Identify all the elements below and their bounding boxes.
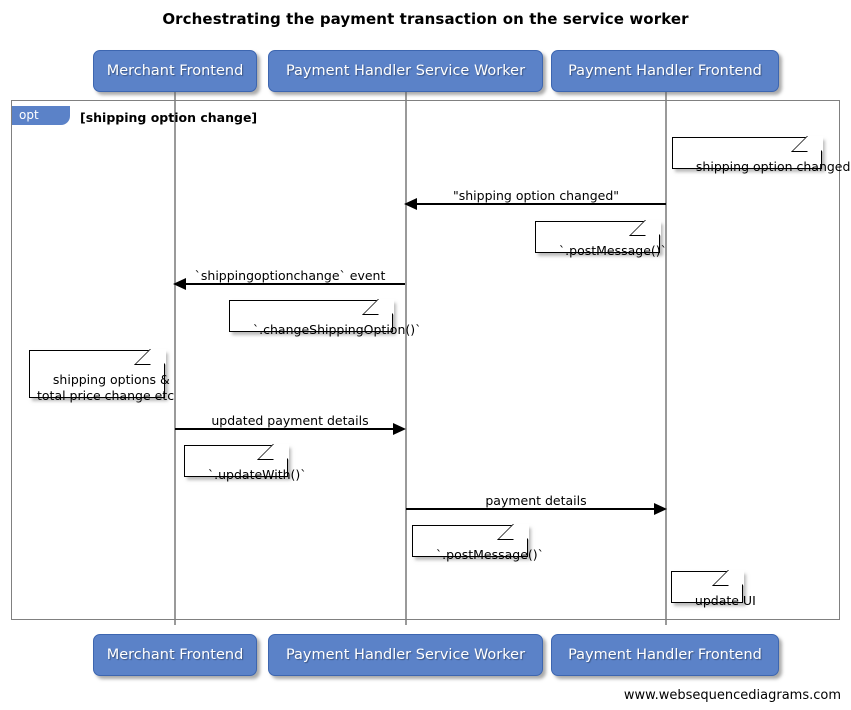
note-update-ui: update UI xyxy=(671,570,756,608)
message-label-shippingoptionchange-event: `shippingoptionchange` event xyxy=(194,268,386,283)
note-shipping-options-total-price: shipping options & total price change et… xyxy=(29,349,174,403)
fragment-opt-tag: opt xyxy=(12,106,70,125)
actor-merchant-frontend-top[interactable]: Merchant Frontend xyxy=(93,50,257,92)
note-post-message-1: `.postMessage()` xyxy=(535,220,667,258)
fragment-opt-condition: [shipping option change] xyxy=(80,110,258,125)
actor-payment-handler-frontend-bottom[interactable]: Payment Handler Frontend xyxy=(551,634,779,676)
note-post-message-2-text: `.postMessage()` xyxy=(435,547,544,562)
note-update-with: `.updateWith()` xyxy=(184,444,307,482)
actor-payment-handler-service-worker-top[interactable]: Payment Handler Service Worker xyxy=(268,50,543,92)
message-arrowhead-shippingoptionchange-event xyxy=(173,278,186,290)
actor-payment-handler-frontend-top[interactable]: Payment Handler Frontend xyxy=(551,50,779,92)
message-line-updated-payment-details xyxy=(175,428,393,430)
message-arrowhead-payment-details xyxy=(654,503,667,515)
note-shipping-options-total-price-text: shipping options & total price change et… xyxy=(37,372,175,403)
note-update-with-text: `.updateWith()` xyxy=(207,467,307,482)
note-shipping-option-changed-text: shipping option changed xyxy=(695,159,851,174)
lifeline-payment-handler-service-worker xyxy=(405,92,407,625)
message-arrowhead-updated-payment-details xyxy=(393,423,406,435)
message-line-shippingoptionchange-event xyxy=(175,283,405,285)
fragment-opt xyxy=(11,100,840,620)
actor-merchant-frontend-bottom[interactable]: Merchant Frontend xyxy=(93,634,257,676)
page-title: Orchestrating the payment transaction on… xyxy=(162,10,689,28)
note-shipping-option-changed: shipping option changed xyxy=(672,136,850,174)
note-post-message-2: `.postMessage()` xyxy=(412,524,544,562)
message-line-payment-details xyxy=(406,508,654,510)
lifeline-payment-handler-frontend xyxy=(665,92,667,625)
message-line-shipping-option-changed xyxy=(406,203,666,205)
note-change-shipping-option-text: `.changeShippingOption()` xyxy=(252,322,422,337)
note-change-shipping-option: `.changeShippingOption()` xyxy=(229,299,421,337)
note-post-message-1-text: `.postMessage()` xyxy=(558,243,667,258)
message-label-updated-payment-details: updated payment details xyxy=(211,413,369,428)
message-arrowhead-shipping-option-changed xyxy=(404,198,417,210)
message-label-shipping-option-changed: "shipping option changed" xyxy=(452,188,619,203)
lifeline-merchant-frontend xyxy=(174,92,176,625)
watermark: www.websequencediagrams.com xyxy=(623,688,841,703)
actor-payment-handler-service-worker-bottom[interactable]: Payment Handler Service Worker xyxy=(268,634,543,676)
message-label-payment-details: payment details xyxy=(485,493,587,508)
note-update-ui-text: update UI xyxy=(694,593,756,608)
